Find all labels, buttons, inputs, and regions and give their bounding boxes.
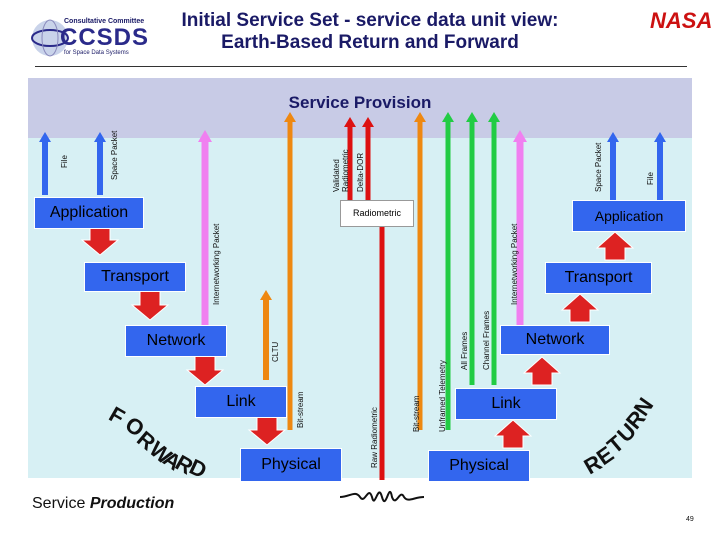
- right-link-box: Link: [455, 388, 557, 420]
- internetworking-right-arrowhead: [513, 130, 527, 142]
- space-packet-left-label: Space Packet: [110, 130, 119, 180]
- left-network-link-arrow: [185, 354, 225, 386]
- space-packet-left-arrowhead: [94, 132, 106, 142]
- globe-icon: [31, 19, 69, 57]
- left-link-label: Link: [226, 393, 256, 410]
- left-physical-box: Physical: [240, 448, 342, 482]
- nasa-logo: NASA: [650, 8, 713, 33]
- file-left-label: File: [60, 155, 69, 168]
- cltu-arrowhead: [260, 290, 272, 300]
- cltu-label: CLTU: [271, 341, 280, 362]
- production-emph: Production: [89, 495, 175, 512]
- left-transport-label: Transport: [101, 268, 169, 285]
- validated-radiometric-arrowhead: [344, 117, 356, 127]
- right-transport-box: Transport: [545, 262, 652, 294]
- left-app-transport-arrow: [80, 224, 120, 256]
- delta-dor-label: Delta-DOR: [356, 152, 365, 192]
- service-provision-band: [28, 78, 692, 138]
- validated-radiometric-label: Validated Radiometric: [332, 149, 350, 192]
- right-network-transport-arrow: [560, 293, 600, 323]
- left-application-label: Application: [49, 204, 129, 221]
- right-link-label: Link: [491, 395, 521, 412]
- right-application-box: Application: [572, 200, 686, 232]
- bitstream-ret-arrowhead: [414, 112, 426, 122]
- internetworking-left-label: Internetworking Packet: [212, 223, 221, 305]
- channel-frames-arrowhead: [488, 112, 500, 122]
- space-packet-right-arrowhead: [607, 132, 619, 142]
- page-title: Initial Service Set - service data unit …: [150, 10, 590, 54]
- service-production-label: Service Production: [32, 495, 174, 513]
- left-physical-label: Physical: [261, 456, 321, 473]
- right-network-label: Network: [525, 331, 585, 348]
- all-frames-arrowhead: [466, 112, 478, 122]
- file-right-label: File: [646, 172, 655, 185]
- title-line2: Earth-Based Return and Forward: [221, 32, 519, 53]
- file-left-arrowhead: [39, 132, 51, 142]
- left-link-physical-arrow: [247, 414, 287, 446]
- right-application-label: Application: [594, 208, 664, 224]
- raw-radiometric-label: Raw Radiometric: [370, 407, 379, 468]
- right-transport-label: Transport: [564, 269, 633, 286]
- production-prefix: Service: [32, 495, 86, 512]
- radiometric-box: Radiometric: [340, 200, 414, 227]
- header-rule: [35, 66, 687, 67]
- radio-wave: [339, 490, 425, 503]
- logo-line2: for Space Data Systems: [64, 50, 129, 56]
- right-network-box: Network: [500, 325, 610, 355]
- title-line1: Initial Service Set - service data unit …: [181, 10, 559, 31]
- file-right-arrowhead: [654, 132, 666, 142]
- bitstream-fwd-arrowhead: [284, 112, 296, 122]
- ccsds-logo: [30, 14, 140, 60]
- delta-dor-arrowhead: [362, 117, 374, 127]
- right-physical-box: Physical: [428, 450, 530, 482]
- left-application-box: Application: [34, 197, 144, 229]
- bitstream-fwd-label: Bit-stream: [296, 391, 305, 428]
- service-provision-label: Service Provision: [288, 93, 432, 112]
- page-number: 49: [686, 516, 694, 523]
- internetworking-right-label: Internetworking Packet: [510, 223, 519, 305]
- logo-word: CCSDS: [60, 24, 150, 51]
- right-transport-app-arrow: [595, 231, 635, 261]
- left-transport-network-arrow: [130, 289, 170, 321]
- right-physical-label: Physical: [449, 457, 509, 474]
- left-network-box: Network: [125, 325, 227, 357]
- right-physical-link-arrow: [493, 419, 533, 449]
- left-link-box: Link: [195, 386, 287, 418]
- bitstream-ret-label: Bit-stream: [412, 395, 421, 432]
- internetworking-left-arrowhead: [198, 130, 212, 142]
- left-network-label: Network: [146, 332, 206, 349]
- unframed-telemetry-arrowhead: [442, 112, 454, 122]
- logo-line1: Consultative Committee: [64, 18, 145, 25]
- all-frames-label: All Frames: [460, 331, 469, 370]
- space-packet-right-label: Space Packet: [594, 142, 603, 192]
- unframed-telemetry-label: Unframed Telemetry: [438, 360, 447, 432]
- left-transport-box: Transport: [84, 262, 186, 292]
- channel-frames-label: Channel Frames: [482, 310, 491, 370]
- right-link-network-arrow: [522, 356, 562, 386]
